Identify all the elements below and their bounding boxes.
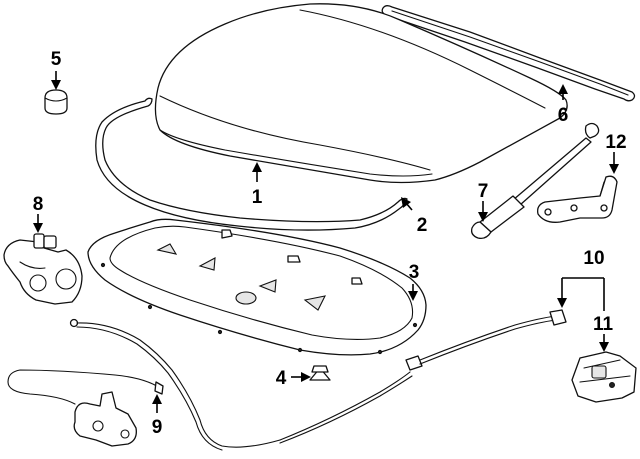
callout-11: 11	[593, 314, 614, 335]
callout-8: 8	[33, 194, 44, 215]
bumper-icon[interactable]	[44, 89, 68, 115]
hinge-icon[interactable]	[537, 175, 618, 223]
callout-12: 12	[605, 132, 626, 153]
callout-5: 5	[51, 49, 62, 70]
hood-seal-icon[interactable]	[95, 97, 408, 231]
hood-panel-icon[interactable]	[154, 3, 568, 184]
callout-labels: 1 2 3 4 5 6 7 8 9 10 11 12	[33, 49, 627, 438]
support-strut-icon[interactable]	[470, 122, 600, 240]
leader-lines	[33, 71, 619, 413]
callout-3: 3	[409, 262, 420, 283]
cable-group-bracket-icon[interactable]	[279, 309, 567, 444]
callout-2: 2	[417, 215, 428, 236]
callout-1: 1	[252, 187, 263, 208]
release-cable-icon[interactable]	[7, 318, 281, 451]
callout-7: 7	[478, 181, 489, 202]
callout-9: 9	[152, 417, 163, 438]
callout-6: 6	[558, 105, 569, 126]
hood-insulator-icon[interactable]	[87, 218, 427, 356]
callout-10: 10	[583, 248, 604, 269]
release-handle-icon[interactable]	[571, 351, 637, 403]
clip-icon[interactable]	[309, 365, 331, 381]
callout-4: 4	[276, 368, 287, 389]
latch-icon[interactable]	[3, 233, 83, 305]
